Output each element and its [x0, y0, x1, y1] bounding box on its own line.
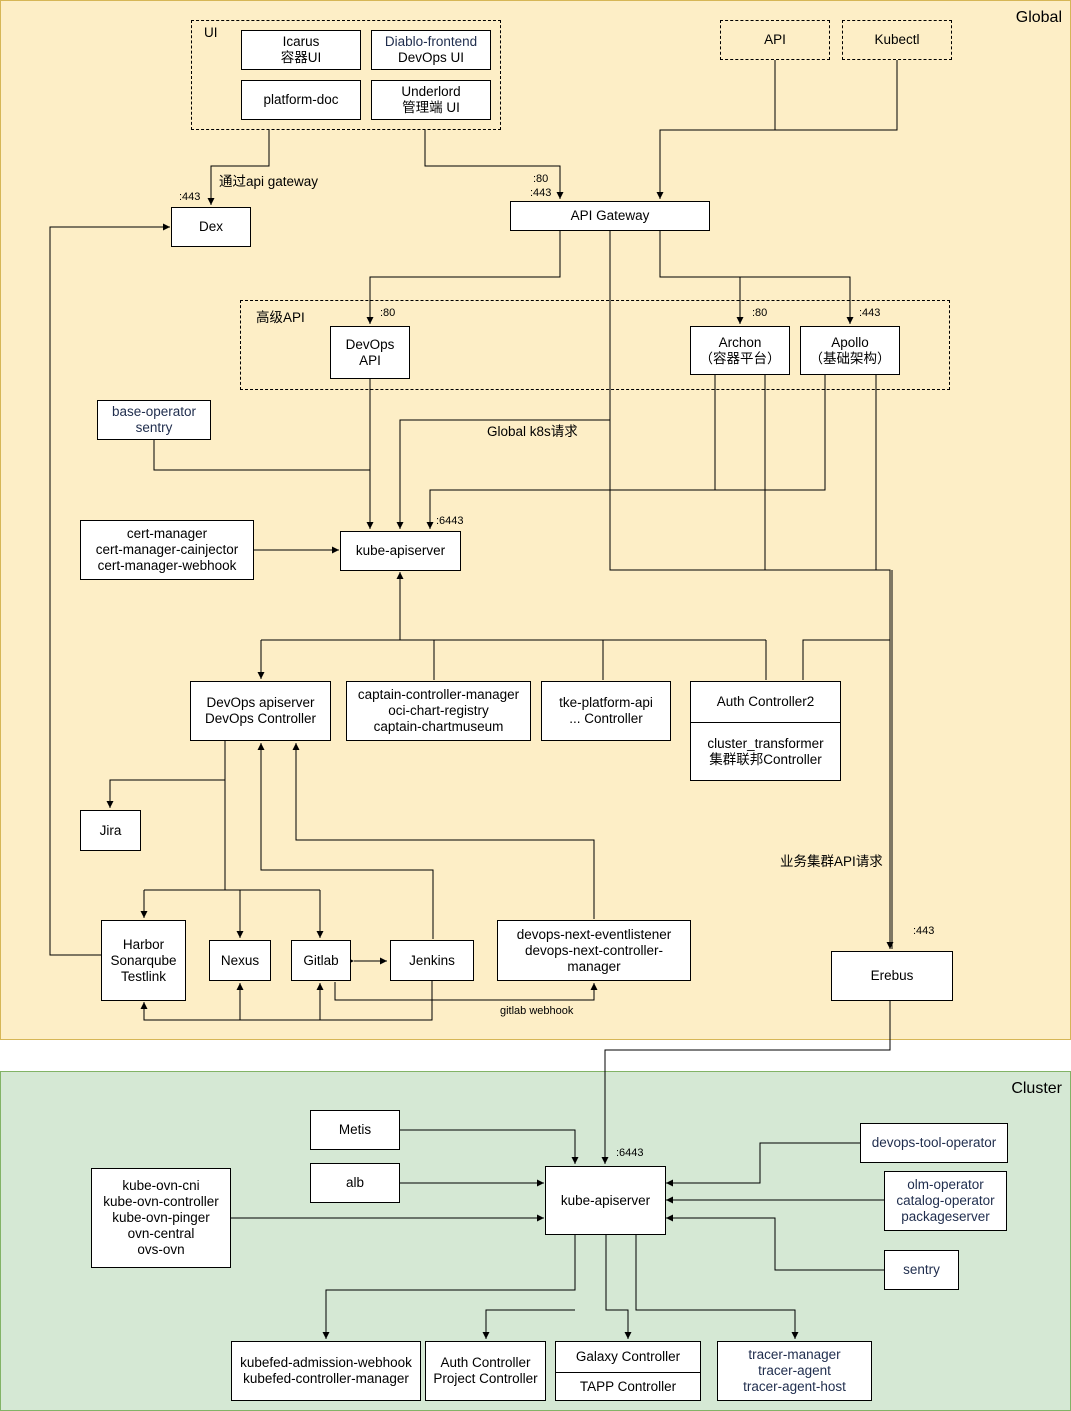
erebus-port: :443 [913, 925, 935, 937]
devops-api-node[interactable]: DevOps API [330, 326, 410, 379]
galaxy-tapp-divider [556, 1372, 700, 1373]
devops-apiserver-node[interactable]: DevOps apiserver DevOps Controller [190, 681, 331, 741]
ui-group-label: UI [204, 25, 218, 40]
diablo-frontend-node[interactable]: Diablo-frontend DevOps UI [371, 30, 491, 70]
underlord-node[interactable]: Underlord 管理端 UI [371, 80, 491, 120]
tapp-controller-part: TAPP Controller [579, 1379, 677, 1394]
base-operator-node[interactable]: base-operator sentry [97, 400, 211, 440]
api-gateway-node[interactable]: API Gateway [510, 201, 710, 231]
via-gateway-label: 通过api gateway [219, 174, 319, 189]
auth-controller2-divider [691, 722, 840, 723]
kube-apiserver-cluster-node[interactable]: kube-apiserver [545, 1166, 666, 1235]
kube-apiserver-global-node[interactable]: kube-apiserver [340, 531, 461, 571]
harbor-node[interactable]: Harbor Sonarqube Testlink [101, 920, 186, 1001]
jira-node[interactable]: Jira [80, 810, 141, 851]
dex-port: :443 [179, 191, 201, 203]
kube-apiserver-global-port: :6443 [436, 515, 464, 527]
olm-operator-node[interactable]: olm-operator catalog-operator packageser… [884, 1171, 1007, 1231]
platform-doc-node[interactable]: platform-doc [241, 80, 361, 120]
gitlab-node[interactable]: Gitlab [291, 940, 351, 981]
cluster-region-label: Cluster [1011, 1080, 1062, 1097]
api-client-node[interactable]: API [720, 20, 830, 60]
dex-node[interactable]: Dex [171, 207, 251, 247]
gateway-port-443: :443 [530, 187, 552, 199]
global-region-label: Global [1015, 9, 1062, 26]
global-k8s-label: Global k8s请求 [487, 424, 578, 439]
kubectl-client-node[interactable]: Kubectl [842, 20, 952, 60]
tracer-node[interactable]: tracer-manager tracer-agent tracer-agent… [717, 1341, 872, 1401]
cluster-transformer-part: cluster_transformer 集群联邦Controller [707, 736, 824, 767]
devops-tool-operator-node[interactable]: devops-tool-operator [860, 1123, 1008, 1163]
icarus-node[interactable]: Icarus 容器UI [241, 30, 361, 70]
ui-group: UI [191, 20, 501, 130]
apollo-port: :443 [859, 307, 881, 319]
sentry-node[interactable]: sentry [884, 1250, 959, 1290]
advanced-api-group-label: 高级API [256, 310, 305, 325]
captain-node[interactable]: captain-controller-manager oci-chart-reg… [346, 681, 531, 741]
archon-node[interactable]: Archon （容器平台） [690, 326, 790, 375]
jenkins-node[interactable]: Jenkins [390, 940, 474, 981]
gateway-port-80: :80 [533, 173, 549, 185]
alb-node[interactable]: alb [310, 1163, 400, 1203]
auth-controller2-node[interactable]: Auth Controller2 cluster_transformer 集群联… [690, 681, 841, 781]
kubefed-node[interactable]: kubefed-admission-webhook kubefed-contro… [231, 1341, 421, 1401]
apollo-node[interactable]: Apollo （基础架构） [800, 326, 900, 375]
gitlab-webhook-label: gitlab webhook [500, 1005, 574, 1017]
erebus-node[interactable]: Erebus [831, 951, 953, 1001]
kube-ovn-node[interactable]: kube-ovn-cni kube-ovn-controller kube-ov… [91, 1168, 231, 1268]
metis-node[interactable]: Metis [310, 1110, 400, 1150]
nexus-node[interactable]: Nexus [209, 940, 271, 981]
devops-api-port: :80 [380, 307, 396, 319]
tke-platform-node[interactable]: tke-platform-api ... Controller [541, 681, 671, 741]
devops-next-node[interactable]: devops-next-eventlistener devops-next-co… [497, 920, 691, 981]
galaxy-tapp-node[interactable]: Galaxy Controller TAPP Controller [555, 1341, 701, 1401]
auth-project-controller-node[interactable]: Auth Controller Project Controller [425, 1341, 546, 1401]
cert-manager-node[interactable]: cert-manager cert-manager-cainjector cer… [80, 520, 254, 580]
kube-apiserver-cluster-port: :6443 [616, 1147, 644, 1159]
auth-controller2-part: Auth Controller2 [716, 694, 815, 709]
galaxy-controller-part: Galaxy Controller [575, 1349, 681, 1364]
business-cluster-label: 业务集群API请求 [780, 854, 883, 869]
archon-port: :80 [752, 307, 768, 319]
